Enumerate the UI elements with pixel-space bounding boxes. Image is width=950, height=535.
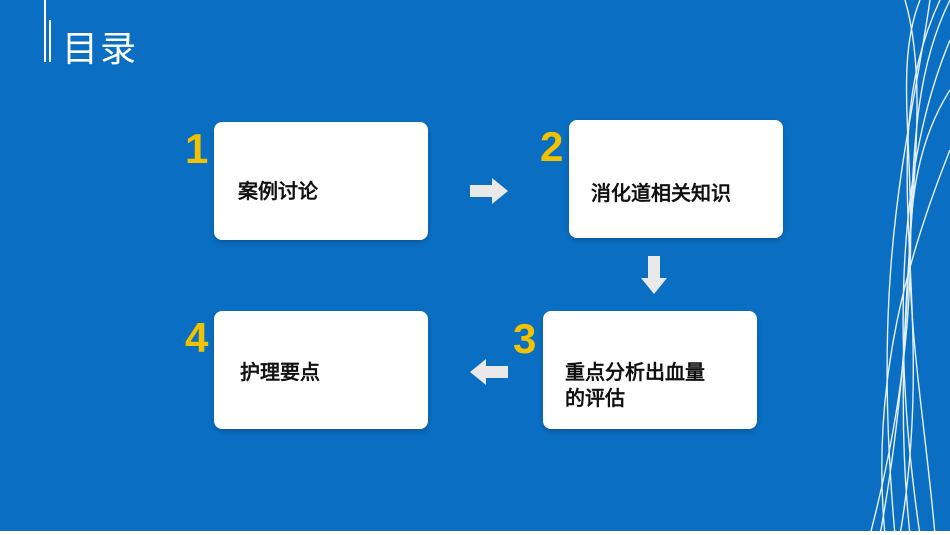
bottom-strip — [0, 531, 950, 535]
title-accent-line — [44, 0, 46, 62]
step-2-number: 2 — [540, 123, 564, 170]
step-3-box: 重点分析出血量 的评估 — [543, 311, 757, 429]
step-4-box: 护理要点 — [214, 311, 428, 429]
step-1-box: 案例讨论 — [214, 122, 428, 240]
step-4-label: 护理要点 — [240, 360, 320, 384]
arrow-down-icon — [641, 256, 667, 294]
step-3-label-line2: 的评估 — [565, 386, 625, 410]
title-accent-line-short — [49, 20, 51, 62]
step-4-number: 4 — [185, 314, 209, 361]
arrow-right-icon — [470, 178, 508, 204]
decorative-curves — [869, 0, 950, 535]
step-3-label-line1: 重点分析出血量 — [565, 360, 705, 384]
arrow-left-icon — [470, 359, 508, 385]
step-3-number: 3 — [513, 315, 537, 362]
slide-title: 目录 — [62, 29, 139, 70]
step-1-number: 1 — [185, 125, 209, 172]
step-1-label: 案例讨论 — [238, 179, 318, 203]
step-2-label: 消化道相关知识 — [591, 181, 731, 205]
step-2-box: 消化道相关知识 — [569, 120, 783, 238]
